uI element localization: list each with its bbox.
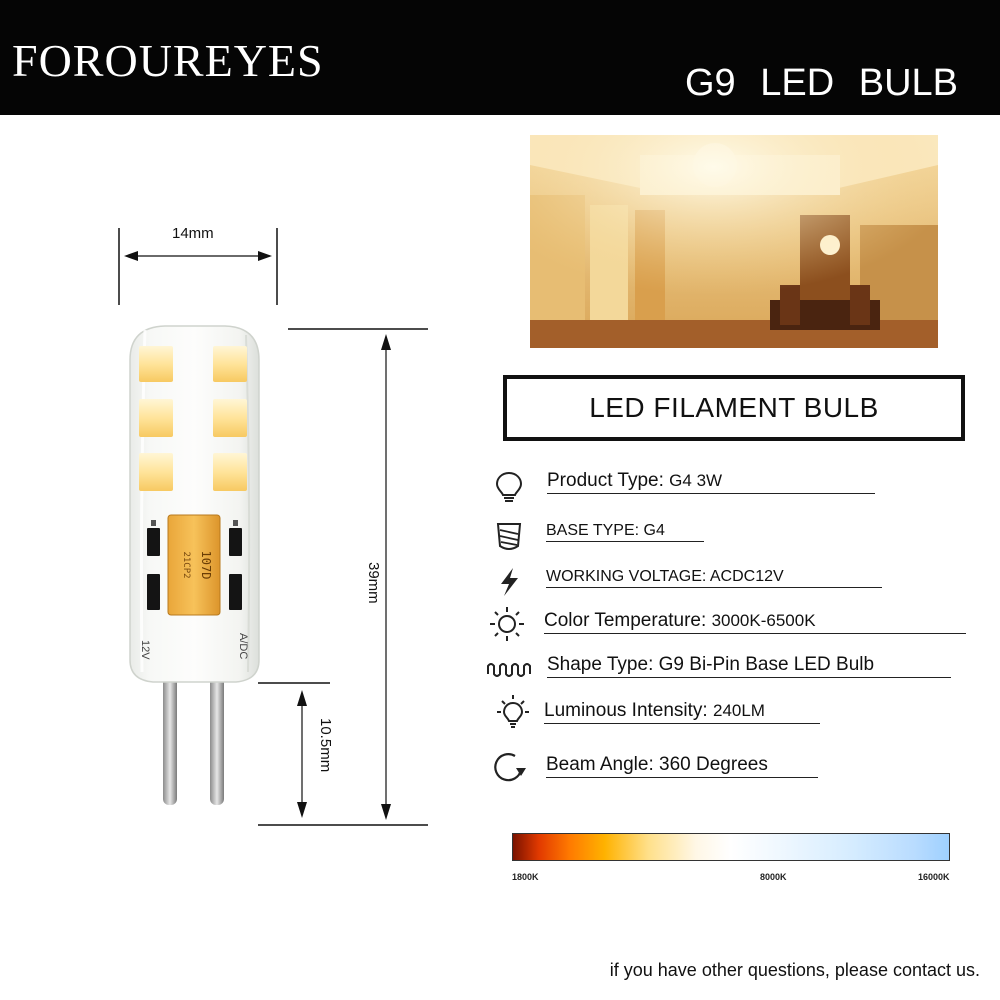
room-photo [530,135,938,348]
lightning-icon [501,568,518,596]
spec-value: G9 Bi-Pin Base LED Bulb [658,654,875,675]
led-chips [139,346,247,491]
spec-product-type: Product Type: G4 3W [547,470,875,494]
spec-base-type: BASE TYPE: G4 [546,522,704,542]
spec-value: ACDC12V [709,568,784,585]
spec-voltage: WORKING VOLTAGE: ACDC12V [546,568,882,588]
spec-row-product-type: Product Type: G4 3W [485,466,975,506]
coil-icon [487,663,531,677]
spec-row-voltage: WORKING VOLTAGE: ACDC12V [485,562,975,602]
spec-value: 3000K-6500K [711,611,816,630]
spec-label: Shape Type: [547,654,654,675]
smd-components [147,520,242,610]
spec-row-luminous: Luminous Intensity: 240LM [485,694,975,734]
spec-row-color-temp: Color Temperature: 3000K-6500K [485,604,975,644]
rotate-icon [494,753,526,782]
spec-beam-angle: Beam Angle: 360 Degrees [546,754,818,778]
color-temperature-scale [512,833,950,861]
spec-value: G4 [643,522,665,539]
spec-row-shape-type: Shape Type: G9 Bi-Pin Base LED Bulb [485,650,975,690]
capacitor-code: 107D [199,551,213,580]
spec-value: G4 3W [669,471,723,490]
height-label: 39mm [365,562,382,604]
brand-name: FOROUREYES [12,35,324,86]
bulb-pins [163,655,224,805]
spec-label: Color Temperature: [544,610,707,631]
spec-value: 240LM [712,701,765,720]
width-label: 14mm [172,225,214,242]
bulb-icon [495,471,523,502]
contact-note: if you have other questions, please cont… [609,960,980,980]
spec-label: Product Type: [547,470,664,491]
header-banner: FOROUREYES G9 LED BULB [0,0,1000,115]
capacitor: 107D 21CP2 [167,514,221,616]
product-title: G9 LED BULB [685,62,958,104]
bulb-diagram: 107D 21CP2 12V A/DC [118,228,428,826]
section-title: LED FILAMENT BULB [503,375,965,441]
scale-label-8000k: 8000K [760,872,787,882]
voltage-imprint: 12V [139,640,151,660]
scale-label-1800k: 1800K [512,872,539,882]
spec-value: 360 Degrees [659,754,768,775]
glowing-bulb-icon [497,695,529,728]
spec-row-base-type: BASE TYPE: G4 [485,516,975,556]
spec-label: BASE TYPE: [546,522,640,539]
capacitor-code-2: 21CP2 [181,551,191,578]
height-dimension [258,328,428,826]
spec-label: Beam Angle: [546,754,654,775]
pin-length-dimension [258,682,330,818]
current-imprint: A/DC [237,633,249,659]
spec-color-temp: Color Temperature: 3000K-6500K [544,610,966,634]
spec-label: Luminous Intensity: [544,700,708,721]
width-dimension [118,228,278,305]
spec-shape-type: Shape Type: G9 Bi-Pin Base LED Bulb [547,654,951,678]
sun-icon [490,607,524,641]
spec-luminous: Luminous Intensity: 240LM [544,700,820,724]
spec-row-beam-angle: Beam Angle: 360 Degrees [485,748,975,788]
scale-label-16000k: 16000K [918,872,950,882]
pin-length-label: 10.5mm [317,718,334,773]
screw-base-icon [496,523,522,550]
spec-label: WORKING VOLTAGE: [546,568,707,585]
